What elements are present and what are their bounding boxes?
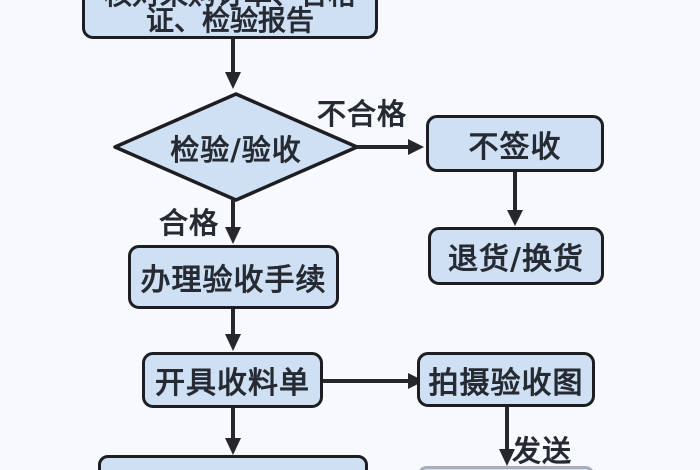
arrow-photo-to-bottom-right [499,407,515,466]
node-check-documents-line1: 核对采购订单、合格 [104,0,356,9]
arrow-acceptance-to-receipt [225,309,241,351]
arrow-refuse-to-return [507,172,523,226]
edge-label-pass: 合格 [158,206,219,240]
node-take-acceptance-photo-label: 拍摄验收图 [428,365,584,401]
node-issue-receipt-note-label: 开具收料单 [155,366,310,401]
node-return-exchange-label: 退货/换货 [448,242,584,277]
node-inspection-decision: 检验/验收 [130,130,342,167]
node-bottom-right-partial [417,466,595,470]
node-refuse-receipt-label: 不签收 [468,129,562,165]
arrow-receipt-to-bottom-left [225,408,241,455]
node-take-acceptance-photo: 拍摄验收图 [417,352,595,407]
node-refuse-receipt: 不签收 [426,115,604,172]
node-issue-receipt-note: 开具收料单 [142,352,323,408]
node-check-documents-line2: 证、检验报告 [145,4,314,37]
node-return-exchange: 退货/换货 [428,227,604,285]
node-acceptance-procedure-label: 办理验收手续 [140,263,327,298]
node-check-documents: 核对采购订单、合格 证、检验报告 [82,0,378,39]
node-acceptance-procedure: 办理验收手续 [128,245,339,309]
arrow-inspect-to-acceptance [225,200,241,244]
node-inspection-decision-label: 检验/验收 [170,133,302,167]
arrow-receipt-to-photo [323,373,424,389]
arrow-docs-to-inspect [225,39,241,89]
edge-label-fail: 不合格 [316,97,407,131]
arrow-inspect-to-refuse [357,139,424,155]
node-bottom-left-partial [98,455,368,470]
decision-diamond-shape [113,92,359,202]
edge-label-send: 发送 [511,434,572,468]
